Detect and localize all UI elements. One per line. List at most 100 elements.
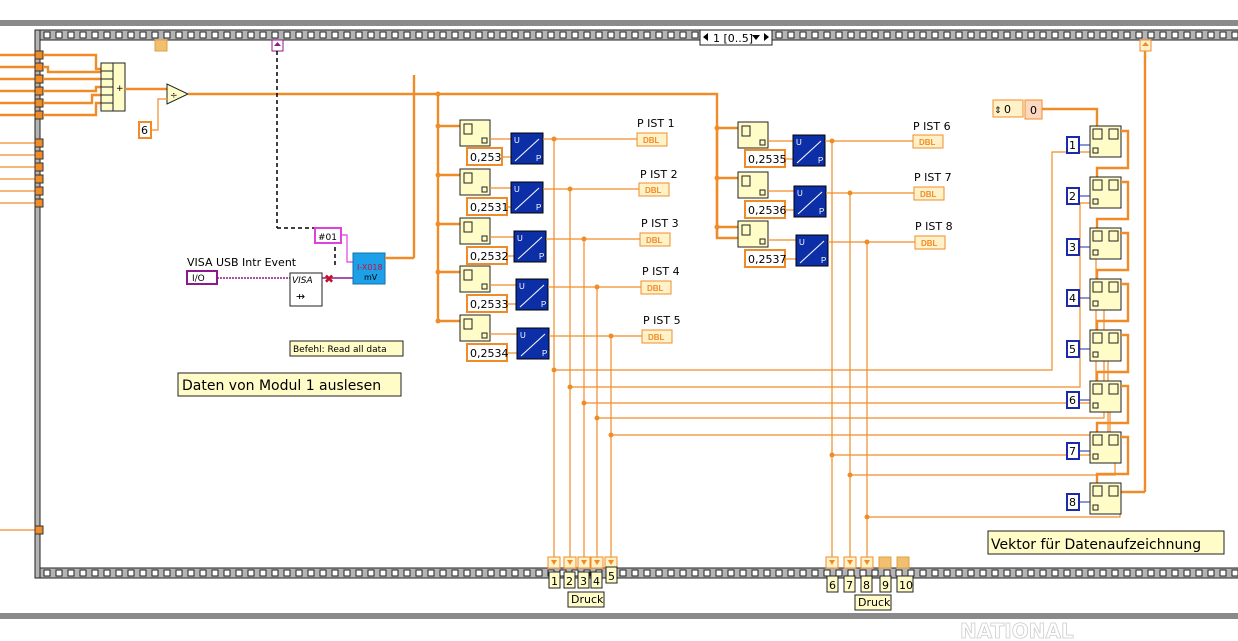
output-tunnel[interactable]: 1 <box>547 556 561 589</box>
replace-subset-node[interactable] <box>1089 380 1122 413</box>
compound-add-node[interactable]: + <box>100 62 126 112</box>
chevron-down-icon[interactable] <box>752 35 760 40</box>
index-constant[interactable]: 7 <box>1066 442 1080 460</box>
dbl-indicator[interactable]: DBL <box>641 329 673 344</box>
output-tunnel[interactable]: 5 <box>604 556 618 584</box>
case-selector-label: 1 [0..5] <box>713 32 753 45</box>
index-constant[interactable]: 0,2531 <box>466 197 509 216</box>
output-tunnel[interactable]: 3 <box>577 556 591 589</box>
input-tunnel[interactable] <box>34 138 44 148</box>
u-to-p-converter[interactable]: UP <box>792 134 826 167</box>
svg-text:0,2531: 0,2531 <box>470 201 509 214</box>
command-constant[interactable]: #01 <box>314 227 342 244</box>
u-to-p-converter[interactable]: UP <box>513 230 547 263</box>
index-array-node[interactable] <box>737 121 769 149</box>
input-tunnel[interactable] <box>34 198 44 208</box>
module-subvi[interactable]: I-X018 mV <box>352 252 386 285</box>
index-array-node[interactable] <box>459 217 491 245</box>
output-tunnel[interactable]: 7 <box>843 556 857 593</box>
case-selector[interactable]: 1 [0..5] <box>699 29 773 46</box>
input-tunnel[interactable] <box>34 110 44 120</box>
index-array-node[interactable] <box>459 119 491 147</box>
input-tunnel[interactable] <box>34 98 44 108</box>
index-constant[interactable]: 0,2533 <box>466 294 509 313</box>
dbl-indicator[interactable]: DBL <box>913 186 945 201</box>
index-constant[interactable]: 0,2537 <box>744 249 787 268</box>
index-constant[interactable]: 3 <box>1066 238 1080 256</box>
index-constant[interactable]: 0,2536 <box>744 200 787 219</box>
output-tunnel[interactable]: 9 <box>878 556 892 593</box>
replace-subset-node[interactable] <box>1089 431 1122 464</box>
vector-init-control[interactable]: 0 ⇕ <box>992 99 1024 118</box>
visa-io-constant[interactable]: I/O <box>186 270 218 285</box>
u-to-p-converter[interactable]: UP <box>516 327 550 360</box>
dbl-indicator[interactable]: DBL <box>914 235 946 250</box>
ni-logo: NATIONAL <box>960 619 1074 641</box>
svg-text:P: P <box>542 349 547 358</box>
svg-text:U: U <box>796 138 802 147</box>
sequence-local-empty[interactable] <box>154 39 168 52</box>
dbl-indicator[interactable]: DBL <box>638 182 670 197</box>
input-tunnel[interactable] <box>34 174 44 184</box>
replace-subset-node[interactable] <box>1089 227 1122 260</box>
index-constant[interactable]: 1 <box>1066 136 1080 154</box>
u-to-p-converter[interactable]: UP <box>510 132 544 165</box>
vector-init-array[interactable]: 0 <box>1024 99 1043 120</box>
input-tunnel[interactable] <box>34 62 44 72</box>
index-constant[interactable]: 0,253 <box>466 147 503 166</box>
output-tunnel[interactable]: 10 <box>896 556 914 593</box>
dbl-indicator[interactable]: DBL <box>639 232 671 247</box>
index-array-node[interactable] <box>459 265 491 293</box>
arrow-up-icon <box>1142 42 1149 46</box>
input-tunnel[interactable] <box>34 186 44 196</box>
output-tunnel[interactable]: 4 <box>590 556 604 589</box>
output-tunnel[interactable]: 6 <box>825 556 839 593</box>
svg-text:P: P <box>819 207 824 216</box>
svg-text:4: 4 <box>593 575 600 588</box>
dbl-indicator[interactable]: DBL <box>636 132 668 147</box>
visa-usb-subvi[interactable]: VISA ⇸ <box>289 272 323 307</box>
u-to-p-converter[interactable]: UP <box>793 185 827 218</box>
index-constant[interactable]: 0,2535 <box>744 149 787 168</box>
input-tunnel[interactable] <box>34 50 44 60</box>
index-array-node[interactable] <box>737 220 769 248</box>
input-tunnel[interactable] <box>34 162 44 172</box>
input-tunnel[interactable] <box>34 74 44 84</box>
replace-subset-node[interactable] <box>1089 278 1122 311</box>
svg-text:0,2532: 0,2532 <box>470 250 509 263</box>
index-constant[interactable]: 8 <box>1066 493 1080 511</box>
output-tunnel[interactable]: 2 <box>563 556 577 589</box>
index-array-node[interactable] <box>459 314 491 342</box>
index-constant[interactable]: 0,2532 <box>466 246 509 265</box>
decrement-arrow-icon[interactable] <box>703 33 708 41</box>
svg-text:U: U <box>519 282 525 291</box>
replace-subset-node[interactable] <box>1089 125 1122 158</box>
replace-subset-node[interactable] <box>1089 176 1122 209</box>
index-constant[interactable]: 0,2534 <box>466 343 509 362</box>
divide-node[interactable]: ÷ <box>166 83 190 105</box>
divide-constant[interactable]: 6 <box>138 121 152 139</box>
index-array-node[interactable] <box>737 171 769 199</box>
index-constant[interactable]: 4 <box>1066 289 1080 307</box>
arrow-down-icon <box>864 560 870 565</box>
u-to-p-converter[interactable]: UP <box>510 181 544 214</box>
replace-subset-node[interactable] <box>1089 329 1122 362</box>
indicator-label: P IST 4 <box>642 265 680 278</box>
u-to-p-converter[interactable]: UP <box>795 234 829 267</box>
output-tunnel[interactable]: 8 <box>860 556 874 593</box>
dbl-indicator[interactable]: DBL <box>912 134 944 149</box>
input-tunnel[interactable] <box>34 150 44 160</box>
svg-text:6: 6 <box>829 579 836 592</box>
sequence-frame[interactable] <box>34 29 1238 579</box>
u-to-p-converter[interactable]: UP <box>515 278 549 311</box>
index-constant[interactable]: 6 <box>1066 391 1080 409</box>
replace-subset-node[interactable] <box>1089 482 1122 515</box>
arrow-down-icon <box>594 560 600 565</box>
index-constant[interactable]: 2 <box>1066 187 1080 205</box>
dbl-indicator[interactable]: DBL <box>640 280 672 295</box>
index-constant[interactable]: 5 <box>1066 340 1080 358</box>
input-tunnel[interactable] <box>34 86 44 96</box>
input-tunnel[interactable] <box>34 525 44 535</box>
index-array-node[interactable] <box>459 168 491 196</box>
increment-arrow-icon[interactable] <box>764 33 769 41</box>
